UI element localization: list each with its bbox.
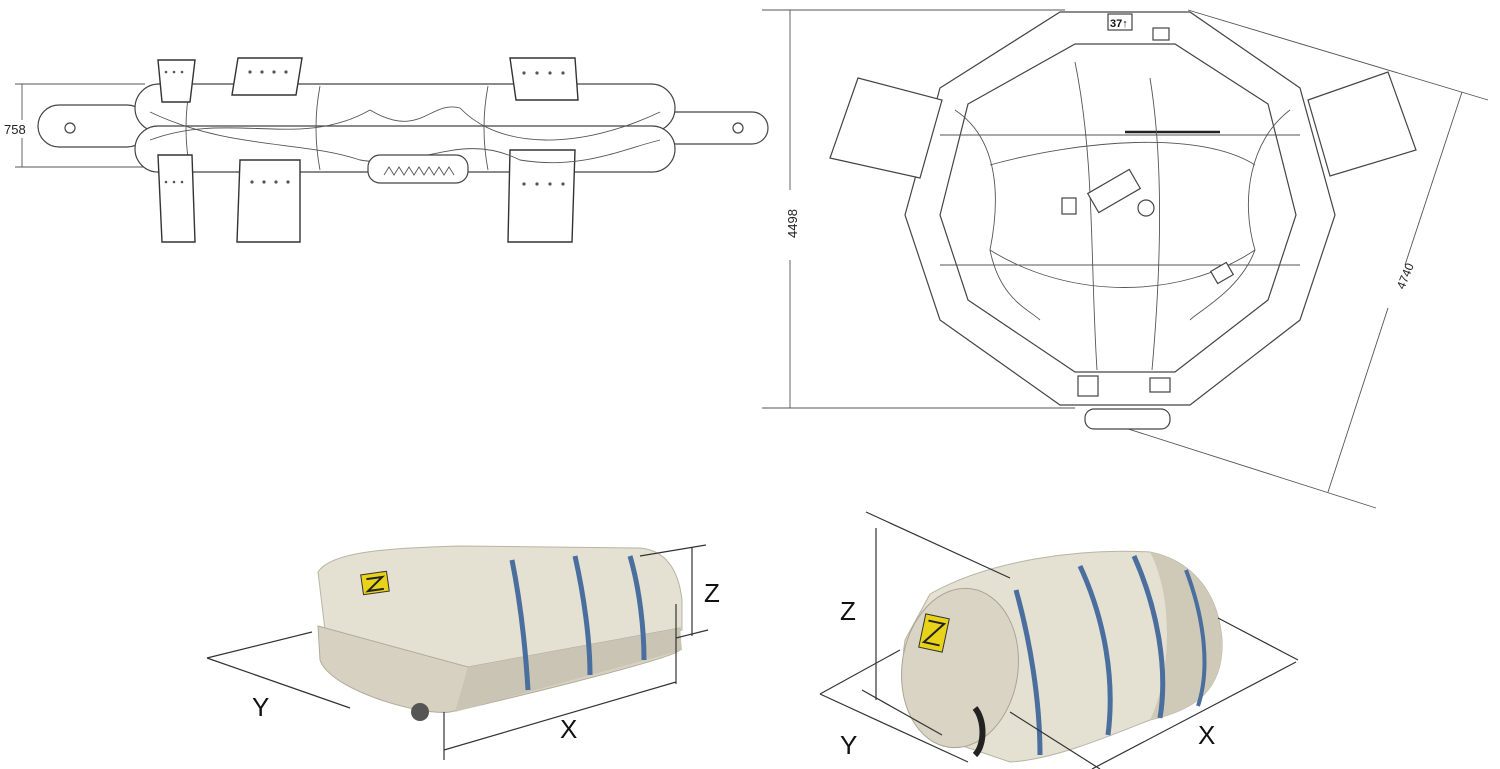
rope-3 xyxy=(989,141,1256,166)
height-dimension-label: 4498 xyxy=(785,209,800,238)
upper-buoyancy-tube xyxy=(134,83,676,133)
side-view-drawing: 758 xyxy=(4,57,769,243)
painter-fitting xyxy=(411,703,429,721)
cyl-y-line-top xyxy=(819,649,901,695)
top-view-gas-cylinder xyxy=(1084,408,1171,430)
rect-z-label: Z xyxy=(704,578,720,608)
rect-x-label: X xyxy=(560,714,577,744)
floor-panel xyxy=(1061,197,1077,215)
lower-pad-1 xyxy=(157,154,196,243)
left-end-tube xyxy=(37,104,149,148)
pad-holes xyxy=(164,70,565,186)
y-line-top xyxy=(206,631,313,659)
cyl-y-inner-line xyxy=(861,689,943,736)
cyl-y-line-bottom xyxy=(819,693,969,763)
raft-inner-ring xyxy=(939,43,1297,373)
side-view-dimension-label: 758 xyxy=(4,122,26,137)
rect-y-label: Y xyxy=(252,692,269,722)
diagonal-dimension-lower xyxy=(1327,307,1389,493)
cyl-z-line-top xyxy=(865,511,1011,579)
strap-3 xyxy=(627,555,647,661)
fitting-left-1 xyxy=(64,122,76,134)
y-line-bottom xyxy=(206,657,351,709)
capacity-marking: 37↑ xyxy=(1110,18,1128,30)
top-view-drawing: 4498 4740 37↑ xyxy=(762,9,1489,509)
inner-pocket xyxy=(1209,261,1235,285)
cyl-y-label: Y xyxy=(840,730,857,760)
lower-pad-3 xyxy=(507,149,576,243)
cyl-strap-1 xyxy=(1013,589,1043,756)
left-entrance-ramp xyxy=(829,77,943,179)
diagonal-dimension-label: 4740 xyxy=(1394,261,1417,291)
floor-pack xyxy=(1086,168,1142,214)
strap-2 xyxy=(572,555,593,676)
lower-pad-2 xyxy=(236,159,301,243)
cyl-logo-z-mark xyxy=(921,619,947,647)
rope-5 xyxy=(954,109,1041,321)
x-line xyxy=(443,681,677,751)
right-entrance-ramp xyxy=(1307,71,1417,177)
bottom-hatch-left xyxy=(1077,375,1099,397)
logo-z-mark xyxy=(365,575,386,593)
cyl-x-label: X xyxy=(1198,720,1215,750)
upper-pad-2 xyxy=(231,57,303,96)
bottom-hatch-right xyxy=(1149,377,1171,393)
cyl-x-line-left-tick xyxy=(1009,711,1101,769)
upper-pad-3 xyxy=(509,57,579,101)
rope-6 xyxy=(1189,109,1291,321)
cylinder-hatching xyxy=(383,166,455,176)
cyl-strap-3 xyxy=(1131,554,1166,719)
fitting-right-1 xyxy=(732,122,744,134)
rope-1 xyxy=(1074,61,1098,371)
diagonal-extension-bottom xyxy=(1099,419,1377,509)
z-line-top-tick xyxy=(639,544,707,557)
lifeline-rope xyxy=(149,106,661,141)
z-line-bottom-tick xyxy=(675,629,709,639)
rectangular-container-photo: Y X Z xyxy=(206,544,720,760)
cyl-x-line xyxy=(1091,661,1297,769)
capacity-box xyxy=(1107,13,1133,31)
top-hatch xyxy=(1152,27,1170,41)
cyl-x-line-tick xyxy=(1217,617,1299,661)
strap-1 xyxy=(509,559,531,691)
cylindrical-container-photo: Z Y X xyxy=(819,511,1299,769)
diagonal-dimension-upper xyxy=(1404,91,1463,266)
floor-valve xyxy=(1137,199,1155,217)
cyl-z-label: Z xyxy=(840,596,856,626)
rect-container-front xyxy=(455,628,682,712)
upper-pad-1 xyxy=(157,59,196,103)
cyl-strap-4 xyxy=(1184,569,1207,707)
rope-2 xyxy=(1149,77,1161,371)
cyl-strap-2 xyxy=(1077,564,1113,736)
diagonal-extension-top xyxy=(1187,9,1489,101)
cyl-handle xyxy=(972,706,986,758)
right-end-tube xyxy=(659,111,769,145)
